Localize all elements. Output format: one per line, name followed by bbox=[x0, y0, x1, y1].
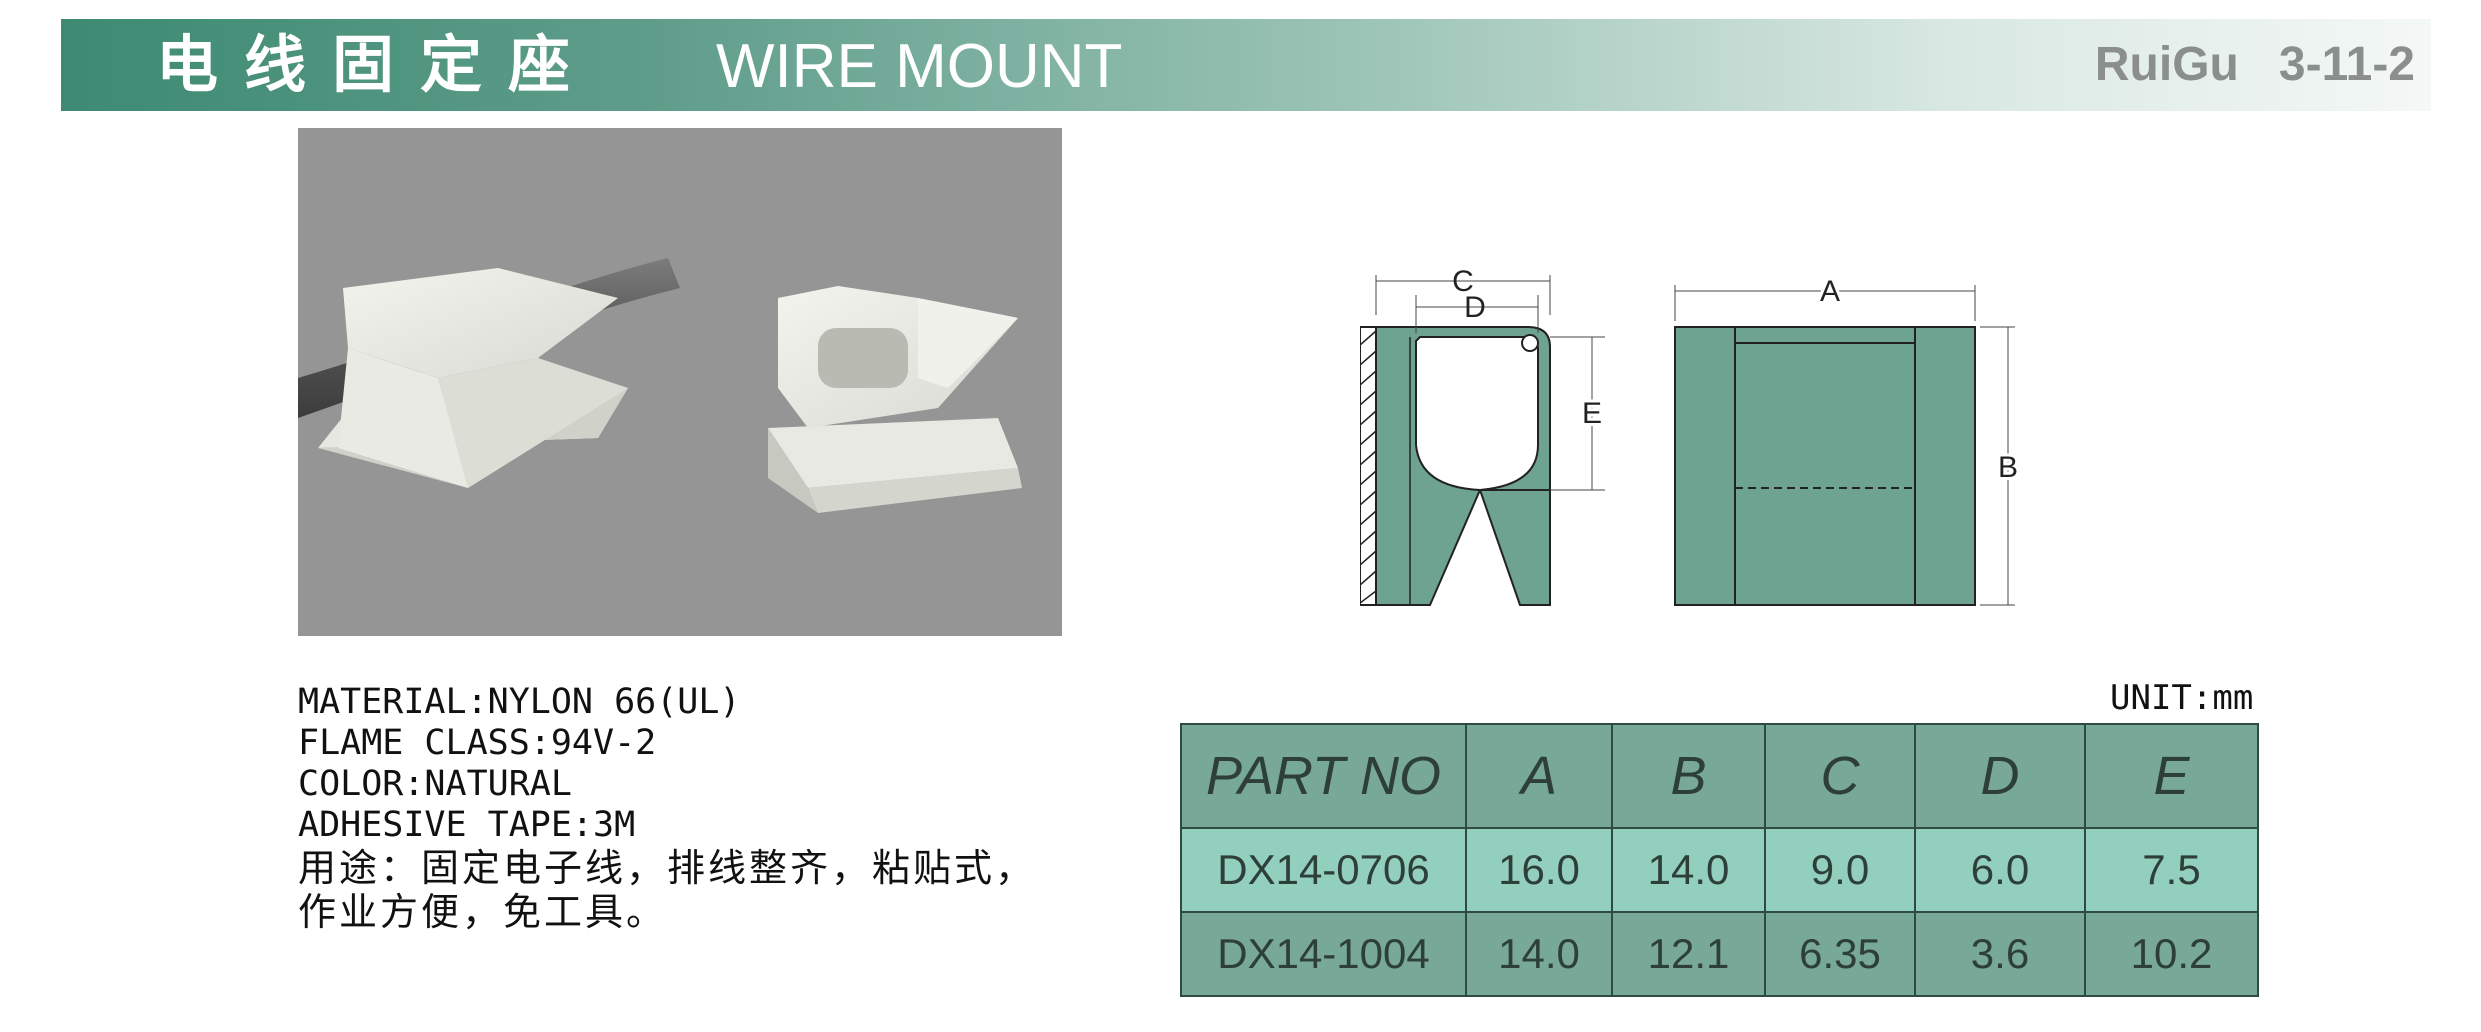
col-header-c: C bbox=[1764, 723, 1916, 829]
spec-usage-line-2: 作业方便，免工具。 bbox=[298, 890, 668, 934]
cell-part-no: DX14-0706 bbox=[1180, 827, 1467, 913]
cell-b: 14.0 bbox=[1611, 827, 1766, 913]
page-title-cn: 电线固定座 bbox=[156, 28, 597, 101]
cell-d: 6.0 bbox=[1914, 827, 2086, 913]
page-code: 3-11-2 bbox=[2278, 38, 2415, 91]
spec-material: MATERIAL:NYLON 66(UL) bbox=[298, 682, 741, 722]
cell-d: 3.6 bbox=[1914, 911, 2086, 997]
cell-e: 7.5 bbox=[2084, 827, 2259, 913]
dim-label-b: B bbox=[1998, 451, 2018, 484]
col-header-part-no: PART NO bbox=[1180, 723, 1467, 829]
cell-part-no: DX14-1004 bbox=[1180, 911, 1467, 997]
spec-usage-line-1: 用途：固定电子线，排线整齐，粘贴式， bbox=[298, 846, 1037, 890]
spec-color: COLOR:NATURAL bbox=[298, 764, 572, 804]
unit-label: UNIT:mm bbox=[2110, 678, 2254, 718]
spec-flame-class: FLAME CLASS:94V-2 bbox=[298, 723, 657, 763]
col-header-d: D bbox=[1914, 723, 2086, 829]
wire-mount-photo-icon bbox=[298, 128, 1062, 636]
table-row: DX14-1004 14.0 12.1 6.35 3.6 10.2 bbox=[1180, 911, 2259, 997]
cell-c: 6.35 bbox=[1764, 911, 1916, 997]
spec-adhesive-tape: ADHESIVE TAPE:3M bbox=[298, 805, 636, 845]
cell-a: 14.0 bbox=[1465, 911, 1613, 997]
col-header-b: B bbox=[1611, 723, 1766, 829]
dim-label-a: A bbox=[1820, 275, 1840, 308]
dim-label-c: C bbox=[1452, 265, 1474, 298]
col-header-e: E bbox=[2084, 723, 2259, 829]
dim-label-d: D bbox=[1464, 291, 1486, 324]
dim-label-e: E bbox=[1582, 397, 1602, 430]
spec-list: MATERIAL:NYLON 66(UL) FLAME CLASS:94V-2 … bbox=[298, 682, 1158, 934]
technical-drawing: C D E A B bbox=[1359, 265, 2021, 606]
cell-e: 10.2 bbox=[2084, 911, 2259, 997]
dimension-drawings: C D E A B bbox=[1359, 255, 2060, 659]
dimension-table: PART NO A B C D E DX14-0706 16.0 14.0 9.… bbox=[1180, 723, 2259, 997]
brand-name: RuiGu bbox=[2094, 38, 2239, 91]
header-banner: 电线固定座 WIRE MOUNT RuiGu 3-11-2 bbox=[61, 19, 2431, 111]
product-photo bbox=[298, 128, 1062, 636]
brand-code: RuiGu 3-11-2 bbox=[2095, 19, 2415, 111]
side-view: C D E bbox=[1359, 265, 1605, 606]
table-header-row: PART NO A B C D E bbox=[1180, 723, 2259, 829]
col-header-a: A bbox=[1465, 723, 1613, 829]
cell-a: 16.0 bbox=[1465, 827, 1613, 913]
cell-c: 9.0 bbox=[1764, 827, 1916, 913]
table-row: DX14-0706 16.0 14.0 9.0 6.0 7.5 bbox=[1180, 827, 2259, 913]
page-title-en: WIRE MOUNT bbox=[716, 32, 1123, 101]
front-view: A B bbox=[1674, 272, 2021, 606]
cell-b: 12.1 bbox=[1611, 911, 1766, 997]
